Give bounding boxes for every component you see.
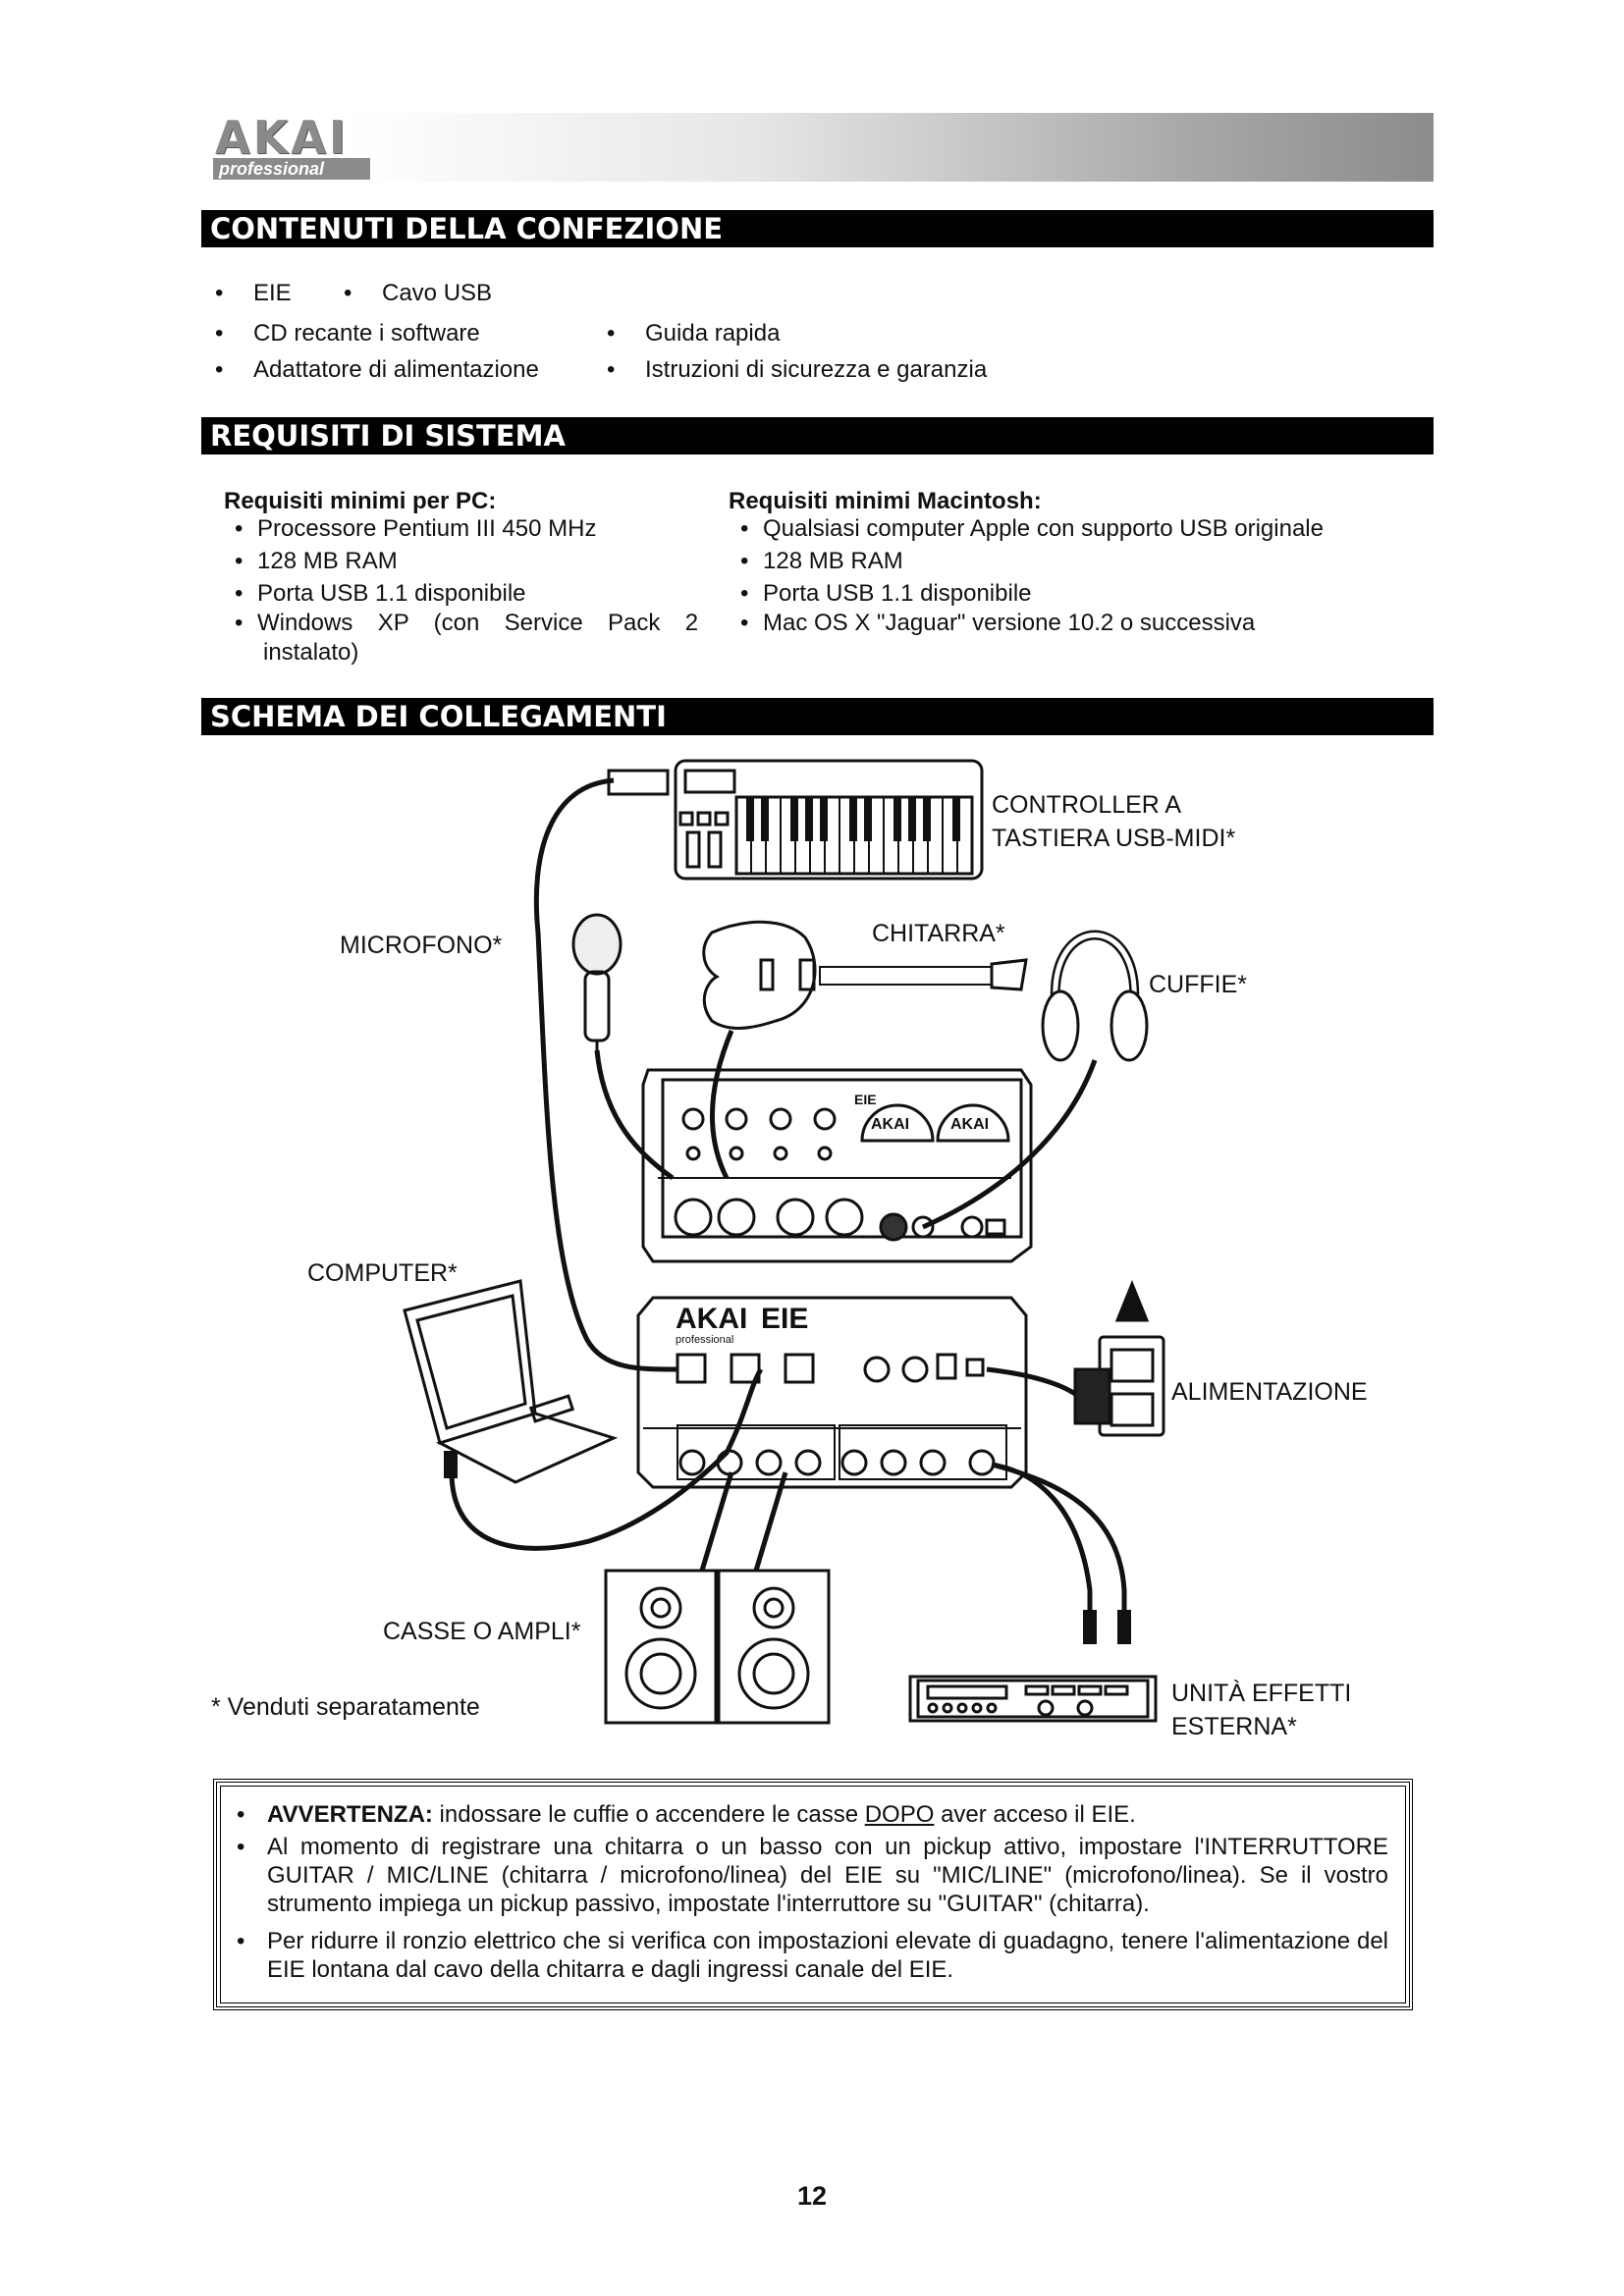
warning-bold-label: AVVERTENZA: (267, 1801, 433, 1828)
cables (452, 780, 1124, 1634)
warning-item: AVVERTENZA: indossare le cuffie o accend… (267, 1800, 1388, 1829)
label-effects-line2: ESTERNA* (1171, 1710, 1297, 1743)
label-guitar: CHITARRA* (872, 917, 1005, 950)
external-effects-unit (910, 1677, 1156, 1721)
label-headphones: CUFFIE* (1149, 968, 1247, 1001)
rear-panel-sub: professional (676, 1334, 733, 1346)
label-controller-line1: CONTROLLER A (992, 788, 1181, 822)
headphones (1043, 935, 1147, 1061)
rear-panel-model: EIE (761, 1303, 808, 1335)
page-number: 12 (0, 2181, 1624, 2212)
label-microphone: MICROFONO* (340, 929, 502, 962)
label-computer: COMPUTER* (307, 1256, 458, 1290)
microphone (573, 915, 621, 1050)
label-speakers: CASSE O AMPLI* (383, 1615, 580, 1648)
connection-diagram: AKAI AKAI EIE AKAI professional EIE (0, 0, 1624, 1767)
eie-front-panel (643, 1070, 1031, 1261)
rear-panel-brand: AKAI (676, 1303, 747, 1335)
warning-underlined: DOPO (865, 1801, 935, 1828)
warning-text: aver acceso il EIE. (934, 1801, 1135, 1828)
warning-item: Al momento di registrare una chitarra o … (267, 1833, 1388, 1918)
power-outlet (1075, 1284, 1164, 1435)
front-panel-brand-2: AKAI (950, 1116, 989, 1133)
front-panel-brand: AKAI (871, 1116, 909, 1133)
warning-item: Per ridurre il ronzio elettrico che si v… (267, 1927, 1388, 1984)
label-sold-separately: * Venduti separatamente (211, 1690, 480, 1724)
laptop-computer (405, 1281, 614, 1482)
label-effects-line1: UNITÀ EFFETTI (1171, 1677, 1351, 1710)
studio-speakers (606, 1571, 829, 1723)
warning-text: indossare le cuffie o accendere le casse (433, 1801, 865, 1828)
label-power: ALIMENTAZIONE (1171, 1375, 1368, 1409)
label-controller-line2: TASTIERA USB-MIDI* (992, 822, 1235, 855)
front-panel-model: EIE (854, 1092, 877, 1107)
usb-midi-keyboard (609, 761, 982, 879)
